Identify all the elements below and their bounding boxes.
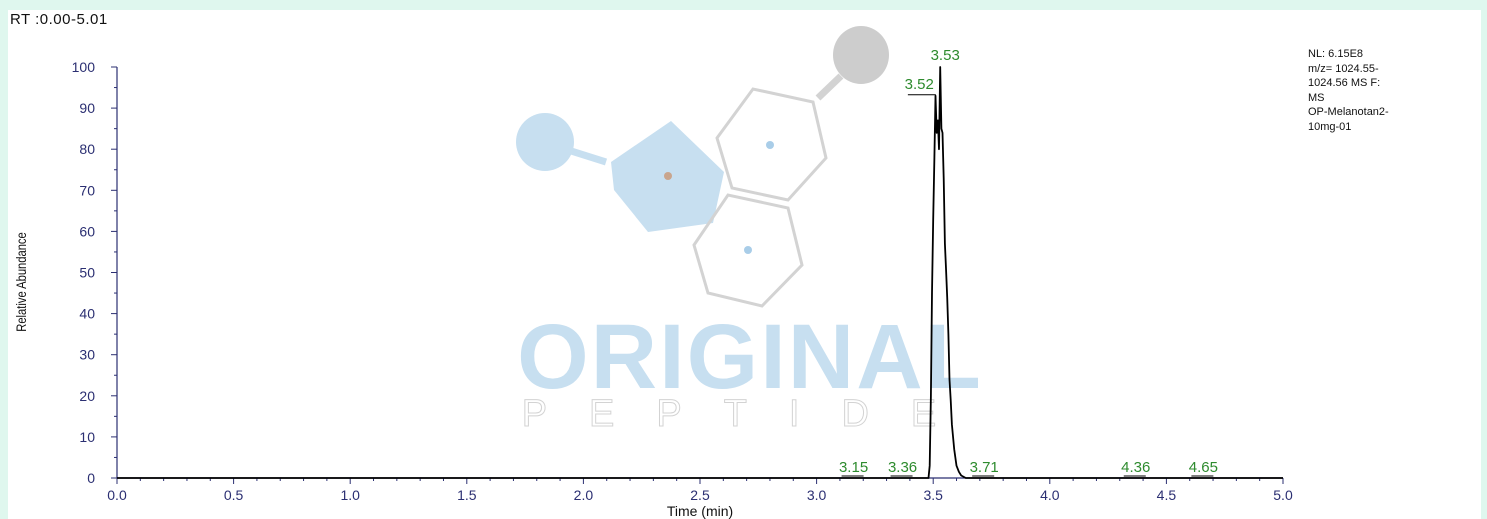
peak-label: 4.65 <box>1189 459 1218 476</box>
peak-label: 3.53 <box>931 47 960 64</box>
x-tick-label: 0.5 <box>224 487 244 503</box>
peak-label: 3.36 <box>888 459 917 476</box>
watermark-center-dot <box>766 141 774 149</box>
info-line: 1024.56 MS F: <box>1308 77 1381 89</box>
info-line: 10mg-01 <box>1308 120 1352 133</box>
y-tick-label: 10 <box>79 429 95 445</box>
peak-label: 3.71 <box>970 459 999 476</box>
y-tick-label: 60 <box>79 223 95 239</box>
x-tick-label: 5.0 <box>1273 487 1293 503</box>
y-tick-label: 80 <box>79 141 95 157</box>
y-tick-label: 40 <box>79 306 95 322</box>
y-tick-label: 20 <box>79 388 95 404</box>
watermark-center-dot <box>744 246 752 254</box>
y-axis-title: Relative Abundance <box>14 232 29 331</box>
y-tick-label: 70 <box>79 182 95 198</box>
watermark-gray-circle <box>833 26 889 84</box>
watermark-logo: ORIGINAL PEPTIDE <box>516 26 983 436</box>
info-line: NL: 6.15E8 <box>1308 48 1364 60</box>
x-tick-label: 2.0 <box>574 487 594 503</box>
peak-label: 3.52 <box>905 76 934 93</box>
info-box: NL: 6.15E8 m/z= 1024.55- 1024.56 MS F: M… <box>1308 47 1458 134</box>
x-tick-label: 2.5 <box>690 487 710 503</box>
x-axis-title: Time (min) <box>667 503 733 519</box>
watermark-gray-bond <box>815 73 844 101</box>
watermark-blue-circle <box>516 113 574 171</box>
peak-label: 4.36 <box>1121 459 1150 476</box>
info-line: m/z= 1024.55- <box>1308 62 1379 75</box>
retention-time-range: RT :0.00-5.01 <box>10 11 108 28</box>
chromatogram-trace <box>117 66 1283 479</box>
x-tick-label: 1.5 <box>457 487 477 503</box>
watermark-sub-text: PEPTIDE <box>522 393 979 435</box>
y-tick-label: 90 <box>79 100 95 116</box>
x-tick-label: 3.0 <box>807 487 827 503</box>
x-tick-label: 1.0 <box>340 487 360 503</box>
y-tick-label: 50 <box>79 265 95 281</box>
y-tick-label: 0 <box>87 470 95 486</box>
x-tick-label: 3.5 <box>923 487 943 503</box>
info-line: OP-Melanotan2- <box>1308 106 1389 118</box>
watermark-center-dot <box>664 172 672 180</box>
watermark-gray-hexagon-top <box>715 87 828 202</box>
info-line: MS <box>1308 91 1325 104</box>
x-tick-label: 4.0 <box>1040 487 1060 503</box>
x-tick-label: 4.5 <box>1157 487 1177 503</box>
chromatogram-chart: ORIGINAL PEPTIDE 0.0 0.5 1.0 1.5 2.0 2.5 3.0 3.… <box>14 26 1293 519</box>
chromatogram-panel: RT :0.00-5.01 ORIGINAL PEPTIDE 0.0 0.5 1.0… <box>8 10 1481 519</box>
y-tick-label: 100 <box>72 59 96 75</box>
watermark-blue-bond <box>566 146 608 166</box>
x-tick-label: 0.0 <box>107 487 127 503</box>
y-tick-label: 30 <box>79 347 95 363</box>
watermark-gray-hexagon-bottom <box>692 193 804 308</box>
peak-label: 3.15 <box>839 459 868 476</box>
watermark-brand-text: ORIGINAL <box>517 306 983 408</box>
